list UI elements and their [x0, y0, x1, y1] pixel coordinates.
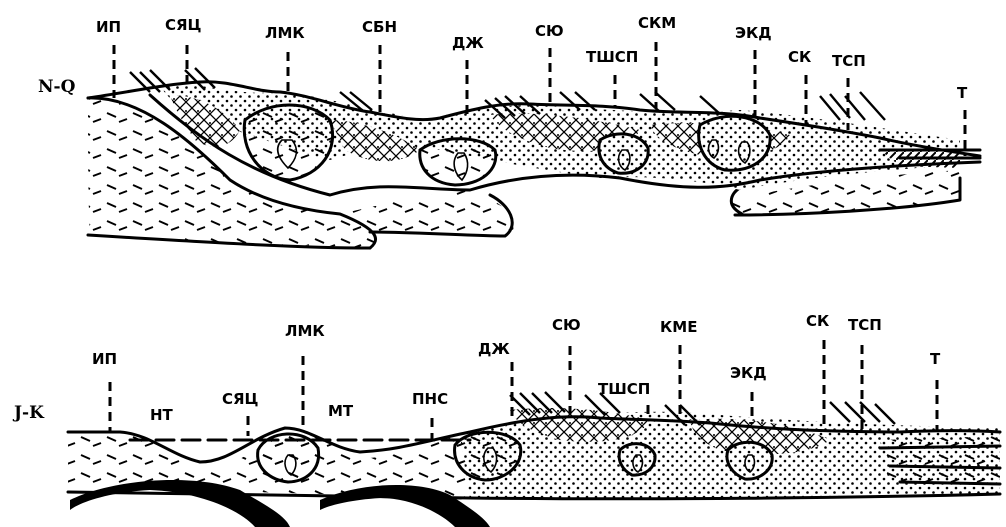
top-zone-label-sk: СК — [788, 48, 812, 66]
bottom-zone-label-kme: КМЕ — [660, 318, 697, 336]
bottom-zone-label-lmk: ЛМК — [285, 322, 325, 340]
bottom-zone-label-nt: НТ — [150, 406, 174, 424]
top-zone-label-syu: СЮ — [535, 22, 564, 40]
top-zone-label-tshsp: ТШСП — [586, 48, 638, 66]
bottom-zone-label-dzh: ДЖ — [478, 340, 510, 358]
bottom-zone-label-sk: СК — [806, 312, 830, 330]
top-zone-label-tsp: ТСП — [832, 52, 866, 70]
bottom-zone-label-tshsp: ТШСП — [598, 380, 650, 398]
top-section: N-Q ИП СЯЦ ЛМК СБН ДЖ СЮ ТШСП СКМ ЭКД СК… — [38, 14, 980, 248]
bottom-zone-label-mt: МТ — [328, 402, 354, 420]
top-age-label: N-Q — [38, 77, 76, 97]
bottom-right-strata-1 — [880, 446, 1000, 448]
top-zone-label-skm: СКМ — [638, 14, 676, 32]
top-zone-label-syats: СЯЦ — [165, 16, 202, 34]
bottom-zone-label-syats: СЯЦ — [222, 390, 259, 408]
top-zone-label-t: Т — [957, 84, 968, 102]
bottom-zone-label-ekd: ЭКД — [730, 364, 767, 382]
bottom-zone-label-syu: СЮ — [552, 316, 581, 334]
bottom-pluton-dzh — [455, 432, 521, 480]
top-zone-label-ekd: ЭКД — [735, 24, 772, 42]
bottom-age-label: J-K — [12, 403, 45, 423]
bottom-section: J-K ИП НТ СЯЦ ЛМК МТ ПНС ДЖ СЮ ТШСП КМЕ … — [12, 312, 1000, 527]
top-zone-label-dzh: ДЖ — [452, 34, 484, 52]
top-pluton-tshsp — [599, 134, 648, 173]
bottom-right-strata-3 — [900, 482, 1000, 484]
top-zone-label-ip: ИП — [96, 18, 121, 36]
bottom-zone-label-pns: ПНС — [412, 390, 448, 408]
top-pluton-dzh — [420, 139, 496, 185]
bottom-pluton-ekd — [727, 442, 772, 479]
bottom-zone-label-ip: ИП — [92, 350, 117, 368]
bottom-zone-label-t: Т — [930, 350, 941, 368]
bottom-right-strata-2 — [890, 466, 1000, 468]
bottom-pluton-tshsp — [619, 444, 655, 475]
bottom-zone-label-tsp: ТСП — [848, 316, 882, 334]
top-zone-label-lmk: ЛМК — [265, 24, 305, 42]
top-zone-label-sbn: СБН — [362, 18, 397, 36]
